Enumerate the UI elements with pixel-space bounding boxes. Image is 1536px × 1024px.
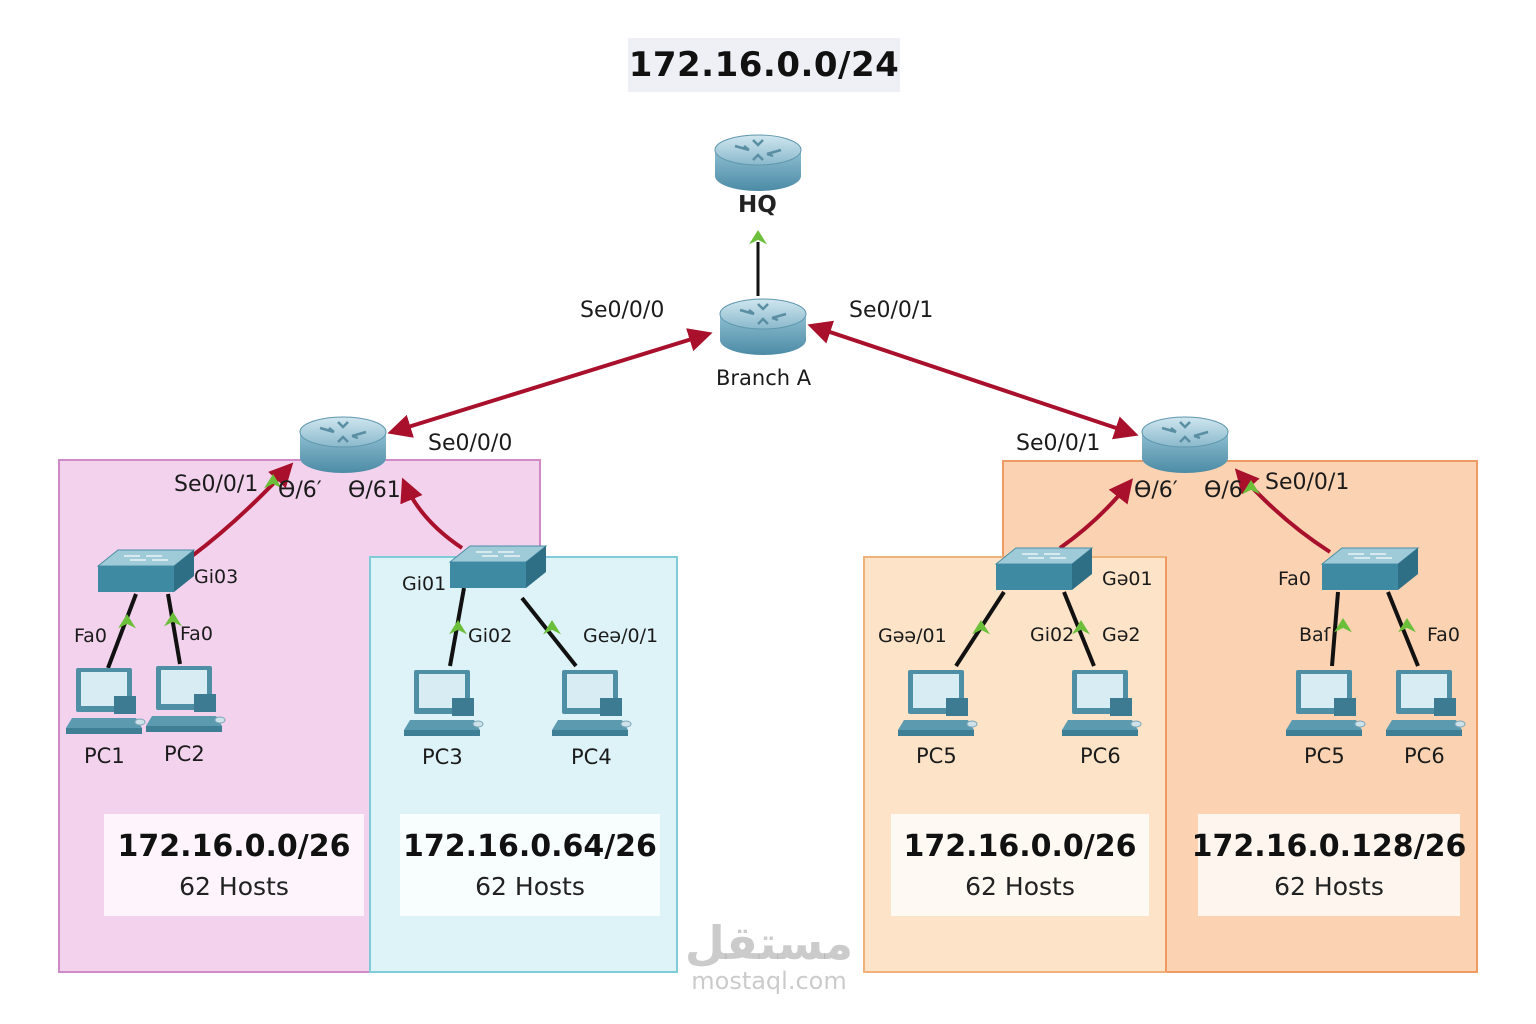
interface-label: Fa0	[74, 625, 107, 647]
interface-label: Se0/0/1	[849, 298, 934, 323]
subnet-address: 172.16.0.0/26	[117, 829, 351, 864]
interface-label: Gə2	[1102, 624, 1141, 646]
link-sw4-pc5	[1330, 591, 1340, 667]
subnet-address: 172.16.0.128/26	[1191, 829, 1467, 864]
pc-label: PC6	[1404, 744, 1445, 768]
right-router[interactable]	[1140, 415, 1230, 475]
subnet-address: 172.16.0.64/26	[403, 829, 657, 864]
hq-router[interactable]	[713, 133, 803, 193]
pc-label: PC5	[916, 744, 957, 768]
subnet-info-box: 172.16.0.0/26 62 Hosts	[104, 814, 364, 916]
subnet-hosts: 62 Hosts	[1274, 872, 1384, 901]
switch-3[interactable]	[995, 547, 1093, 591]
subnet-hosts: 62 Hosts	[475, 872, 585, 901]
interface-label: Se0/0/0	[428, 431, 513, 456]
switch-2[interactable]	[449, 545, 547, 589]
interface-label: Ɵ/6	[1204, 478, 1243, 503]
serial-link-branch-right	[807, 320, 1139, 440]
interface-label: Baſ	[1299, 624, 1331, 646]
interface-label: Ɵ/61	[348, 478, 401, 503]
pc-label: PC6	[1080, 744, 1121, 768]
interface-label: Fa0	[1278, 568, 1311, 590]
pc-label: PC5	[1304, 744, 1345, 768]
interface-label: Se0/0/1	[1016, 431, 1101, 456]
subnet-info-box: 172.16.0.0/26 62 Hosts	[891, 814, 1149, 916]
watermark-url: mostaql.com	[691, 967, 847, 995]
pc-label: PC3	[422, 745, 463, 769]
link-sw1-pc2	[166, 593, 182, 665]
subnet-address: 172.16.0.0/26	[903, 829, 1137, 864]
watermark-logo: مستقل	[684, 916, 854, 970]
interface-label: Gə01	[1102, 568, 1153, 590]
interface-label: Fa0	[1427, 624, 1460, 646]
branch-a-label: Branch A	[716, 366, 812, 390]
link-right-router-sw4	[1234, 468, 1332, 554]
interface-label: Se0/0/1	[174, 472, 259, 497]
interface-label: Se0/0/1	[1265, 470, 1350, 495]
interface-label: Gəə/01	[878, 625, 947, 647]
link-left-router-sw1	[190, 462, 294, 558]
switch-4[interactable]	[1321, 547, 1419, 591]
link-right-router-sw3	[1058, 478, 1133, 550]
interface-label: Gi02	[1030, 624, 1075, 646]
interface-label: Fa0	[180, 623, 213, 645]
interface-label: Se0/0/0	[580, 298, 665, 323]
pc-label: PC4	[571, 745, 612, 769]
interface-label: Ɵ/6′	[1134, 478, 1178, 503]
link-left-router-sw2	[400, 477, 464, 550]
network-title: 172.16.0.0/24	[628, 38, 900, 92]
pc-label: PC1	[84, 744, 125, 768]
subnet-info-box: 172.16.0.128/26 62 Hosts	[1192, 814, 1466, 916]
pc-label: PC2	[164, 742, 205, 766]
switch-1[interactable]	[97, 549, 195, 593]
watermark: مستقل mostaql.com	[676, 918, 862, 994]
link-sw2-pc4	[520, 596, 578, 668]
link-sw1-pc1	[106, 593, 138, 669]
subnet-hosts: 62 Hosts	[179, 872, 289, 901]
branch-a-router[interactable]	[718, 297, 808, 357]
interface-label: Geə/0/1	[583, 625, 659, 647]
subnet-info-box: 172.16.0.64/26 62 Hosts	[400, 814, 660, 916]
interface-label: Ɵ/6′	[278, 478, 322, 503]
interface-label: Gi01	[402, 573, 447, 595]
subnet-hosts: 62 Hosts	[965, 872, 1075, 901]
left-router[interactable]	[298, 415, 388, 475]
hq-label: HQ	[738, 192, 777, 218]
interface-label: Gi03	[194, 566, 239, 588]
serial-link-branch-left	[387, 328, 713, 438]
interface-label: Gi02	[468, 625, 513, 647]
